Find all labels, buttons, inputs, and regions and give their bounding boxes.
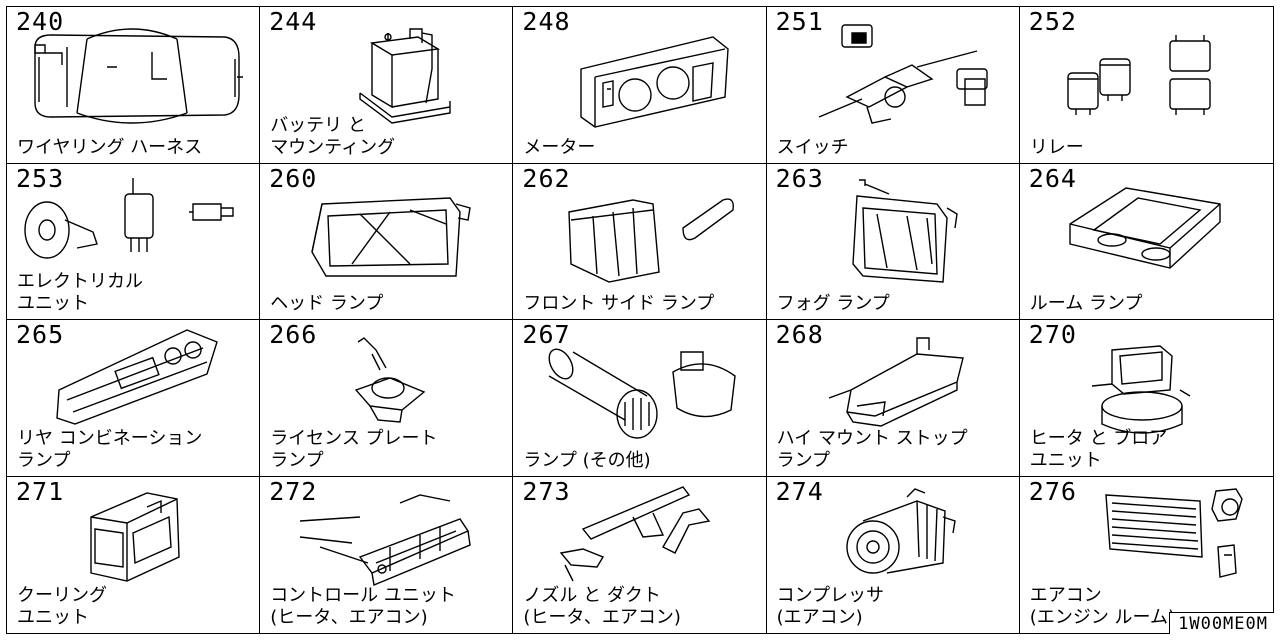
category-cell-252[interactable]: 252 リレー xyxy=(1019,7,1273,164)
category-number: 270 xyxy=(1028,320,1077,349)
category-number: 265 xyxy=(16,320,65,349)
category-cell-270[interactable]: 270 ヒータ と ブロア ユニット xyxy=(1019,320,1273,477)
cooling-unit-illustration xyxy=(7,477,259,634)
relay-illustration xyxy=(1020,7,1273,163)
category-label: ノズル と ダクト (ヒータ、エアコン) xyxy=(523,585,681,628)
switch-illustration xyxy=(767,7,1019,163)
category-cell-264[interactable]: 264 ルーム ランプ xyxy=(1019,163,1273,320)
category-number: 248 xyxy=(522,7,571,36)
category-label: フロント サイド ランプ xyxy=(523,293,715,314)
category-cell-271[interactable]: 271 クーリング ユニット xyxy=(7,476,261,634)
category-label: エレクトリカル ユニット xyxy=(17,271,143,314)
category-cell-248[interactable]: 248 メーター xyxy=(513,7,767,164)
heater-blower-unit-illustration xyxy=(1020,320,1273,476)
category-cell-244[interactable]: 244 バッテリ と マウンティング xyxy=(260,7,514,164)
diagram-code-label: 1W00ME0M xyxy=(1169,612,1274,634)
category-label: クーリング ユニット xyxy=(17,585,107,628)
category-label: コンプレッサ (エアコン) xyxy=(776,585,885,628)
category-label: バッテリ と マウンティング xyxy=(270,114,396,158)
category-number: 271 xyxy=(16,476,65,506)
electrical-unit-illustration xyxy=(7,164,259,320)
category-number: 244 xyxy=(269,7,318,36)
category-cell-263[interactable]: 263 フォグ ランプ xyxy=(766,163,1020,320)
category-label: ライセンス プレート ランプ xyxy=(270,427,438,471)
control-unit-illustration xyxy=(260,477,512,634)
nozzle-duct-illustration xyxy=(513,477,765,634)
category-label: リヤ コンビネーション ランプ xyxy=(17,427,203,471)
category-cell-260[interactable]: 260 ヘッド ランプ xyxy=(260,163,514,320)
category-label: ワイヤリング ハーネス xyxy=(17,136,203,158)
fog-lamp-illustration xyxy=(767,164,1019,320)
category-label: エアコン (エンジン ルーム) xyxy=(1029,585,1176,628)
category-number: 264 xyxy=(1028,163,1077,193)
category-label: スイッチ xyxy=(776,136,849,158)
category-cell-273[interactable]: 273 ノズル と ダクト (ヒータ、エアコン) xyxy=(513,476,767,634)
category-cell-240[interactable]: 240 ワイヤリング ハーネス xyxy=(7,7,261,164)
compressor-illustration xyxy=(767,477,1019,634)
category-number: 267 xyxy=(522,320,571,349)
category-cell-276[interactable]: 276 エアコン (エンジン ルーム) xyxy=(1019,476,1273,634)
category-number: 260 xyxy=(269,163,318,193)
high-mount-stop-lamp-illustration xyxy=(767,320,1019,476)
category-number: 262 xyxy=(522,163,571,193)
license-plate-lamp-illustration xyxy=(260,320,512,476)
engine-room-aircon-illustration xyxy=(1020,477,1273,634)
parts-category-grid: 240 ワイヤリング ハーネス 244 バッテリ と マウンティング xyxy=(6,6,1274,634)
category-cell-266[interactable]: 266 ライセンス プレート ランプ xyxy=(260,320,514,477)
category-number: 253 xyxy=(16,163,65,193)
room-lamp-illustration xyxy=(1020,164,1273,320)
battery-illustration xyxy=(260,7,512,163)
headlamp-illustration xyxy=(260,164,512,320)
category-label: メーター xyxy=(523,136,596,158)
category-number: 268 xyxy=(775,320,824,349)
category-cell-251[interactable]: 251 スイッチ xyxy=(766,7,1020,164)
category-number: 263 xyxy=(775,163,824,193)
meter-cluster-illustration xyxy=(513,7,765,163)
category-number: 240 xyxy=(16,7,65,36)
category-label: ハイ マウント ストップ ランプ xyxy=(776,427,968,471)
category-number: 251 xyxy=(775,7,824,36)
wiring-harness-illustration xyxy=(7,7,259,163)
category-cell-274[interactable]: 274 コンプレッサ (エアコン) xyxy=(766,476,1020,634)
category-label: ランプ (その他) xyxy=(523,449,651,471)
other-lamp-illustration xyxy=(513,320,765,476)
category-label: コントロール ユニット (ヒータ、エアコン) xyxy=(270,585,456,628)
category-label: ヒータ と ブロア ユニット xyxy=(1029,427,1168,471)
category-number: 272 xyxy=(269,476,318,506)
front-side-lamp-illustration xyxy=(513,164,765,320)
category-cell-272[interactable]: 272 コントロール ユニット (ヒータ、エアコン) xyxy=(260,476,514,634)
category-number: 252 xyxy=(1028,7,1077,36)
category-number: 273 xyxy=(522,476,571,506)
rear-combination-lamp-illustration xyxy=(7,320,259,476)
category-cell-265[interactable]: 265 リヤ コンビネーション ランプ xyxy=(7,320,261,477)
category-label: リレー xyxy=(1029,136,1084,158)
category-number: 276 xyxy=(1028,476,1077,506)
category-label: ルーム ランプ xyxy=(1029,293,1143,314)
category-cell-262[interactable]: 262 フロント サイド ランプ xyxy=(513,163,767,320)
category-label: ヘッド ランプ xyxy=(270,293,384,314)
category-cell-253[interactable]: 253 エレクトリカル ユニット xyxy=(7,163,261,320)
category-number: 274 xyxy=(775,476,824,506)
category-label: フォグ ランプ xyxy=(776,293,890,314)
category-cell-268[interactable]: 268 ハイ マウント ストップ ランプ xyxy=(766,320,1020,477)
category-cell-267[interactable]: 267 ランプ (その他) xyxy=(513,320,767,477)
category-number: 266 xyxy=(269,320,318,349)
